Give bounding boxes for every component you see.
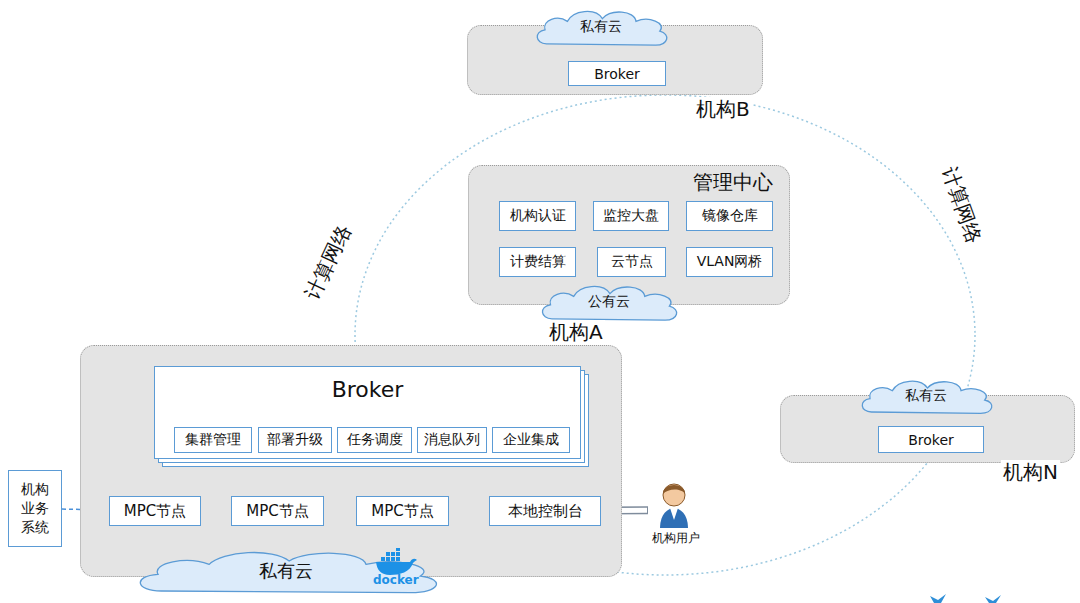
node-label: 计费结算: [510, 253, 566, 271]
component-box: VLAN网桥: [686, 247, 773, 277]
group-heading: 机构N: [1001, 460, 1060, 484]
node-label: 私有云: [580, 18, 622, 36]
group-heading: 机构B: [694, 97, 752, 121]
cloud-shape: 公有云: [536, 281, 681, 323]
network-ring: [355, 95, 975, 575]
business-system-box: 机构业务系统: [8, 470, 62, 547]
component-box: 机构认证: [499, 201, 576, 231]
node-label: 私有云: [905, 387, 947, 405]
management-center: 管理中心机构认证监控大盘镜像仓库计费结算云节点VLAN网桥公有云: [468, 165, 790, 305]
node-label: 云节点: [611, 253, 653, 271]
network-label: 计算网络: [300, 218, 356, 305]
group-heading: 机构A: [547, 320, 605, 344]
institution-group: 机构B私有云Broker: [467, 25, 763, 95]
component-box: 监控大盘: [593, 201, 669, 231]
node-label: MPC节点: [371, 502, 433, 521]
node-label: 镜像仓库: [702, 207, 758, 225]
component-box: 企业集成: [492, 427, 570, 453]
node-label: 机构用户: [652, 530, 700, 546]
node-label: 监控大盘: [603, 207, 659, 225]
node-label: VLAN网桥: [697, 253, 763, 271]
node-label: Broker: [594, 66, 640, 82]
network-label: 计算网络: [937, 161, 987, 249]
node-label: MPC节点: [246, 502, 308, 521]
cloud-shape: 私有云: [531, 6, 671, 48]
component-box: MPC节点: [231, 496, 324, 526]
component-box: 本地控制台: [489, 496, 601, 526]
node-label: Broker: [155, 367, 580, 403]
institution-group: 机构ABroker集群管理部署升级任务调度消息队列企业集成MPC节点MPC节点M…: [80, 345, 622, 577]
component-box: 云节点: [597, 247, 666, 277]
component-box: 集群管理: [174, 427, 252, 453]
broker-stack: Broker 集群管理 部署升级 任务调度 消息队列 企业集成: [154, 366, 581, 459]
node-label: Broker: [908, 432, 954, 448]
node-label: 消息队列: [424, 431, 480, 449]
component-box: 计费结算: [499, 247, 576, 277]
component-box: Broker: [878, 426, 984, 453]
cloud-shape: 私有云: [856, 376, 996, 416]
user-icon: [660, 484, 688, 528]
component-box: 部署升级: [258, 427, 332, 453]
component-box: 消息队列: [417, 427, 487, 453]
node-label: 机构认证: [510, 207, 566, 225]
node-label: 机构业务系统: [20, 480, 49, 537]
node-label: 私有云: [259, 559, 313, 583]
component-box: 任务调度: [337, 427, 412, 453]
node-label: 任务调度: [347, 431, 403, 449]
node-label: 集群管理: [185, 431, 241, 449]
node-label: 公有云: [588, 293, 630, 311]
institution-group: 机构N私有云Broker: [780, 395, 1075, 463]
node-label: 部署升级: [267, 431, 323, 449]
component-box: MPC节点: [109, 496, 201, 526]
group-heading: 管理中心: [691, 170, 775, 194]
node-label: MPC节点: [124, 502, 186, 521]
node-label: 本地控制台: [508, 502, 583, 521]
node-label: 企业集成: [503, 431, 559, 449]
component-box: Broker: [568, 61, 666, 86]
component-box: MPC节点: [356, 496, 449, 526]
bird-decoration: [930, 594, 1001, 603]
docker-logo: [374, 548, 418, 576]
user-figure: 机构用户: [648, 474, 704, 546]
component-box: 镜像仓库: [686, 201, 773, 231]
